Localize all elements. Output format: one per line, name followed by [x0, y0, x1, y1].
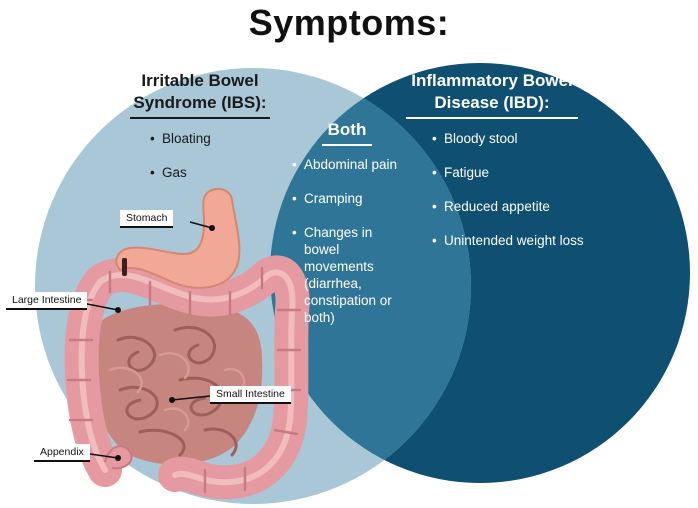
stomach-illustration — [115, 188, 241, 289]
ibs-heading: Irritable Bowel Syndrome (IBS): — [130, 70, 270, 119]
ibd-heading-underline — [406, 117, 578, 119]
ibs-symptom-list: Bloating Gas — [150, 130, 270, 198]
ibs-heading-underline — [130, 117, 270, 119]
stomach-label: Stomach — [120, 210, 174, 228]
small-intestine-illustration — [95, 303, 263, 465]
ibd-symptom: Reduced appetite — [432, 198, 652, 215]
both-symptom: Cramping — [292, 190, 410, 207]
page-title: Symptoms: — [248, 2, 450, 43]
ibs-heading-line2: Syndrome (IBS): — [133, 93, 267, 112]
both-heading-text: Both — [327, 120, 367, 139]
ibd-heading-line1: Inflammatory Bowel — [411, 71, 573, 90]
ibs-symptom: Bloating — [150, 130, 270, 147]
ibd-heading-line2: Disease (IBD): — [434, 93, 550, 112]
ibd-symptom-list: Bloody stool Fatigue Reduced appetite Un… — [432, 130, 652, 266]
both-heading: Both — [322, 119, 372, 146]
ibd-symptom: Bloody stool — [432, 130, 652, 147]
ibd-symptom: Fatigue — [432, 164, 652, 181]
ibs-symptom: Gas — [150, 164, 270, 181]
ibd-heading: Inflammatory Bowel Disease (IBD): — [406, 70, 578, 119]
both-symptom: Changes in bowel movements (diarrhea, co… — [292, 224, 410, 326]
small-intestine-label: Small Intestine — [210, 386, 291, 404]
appendix-label: Appendix — [34, 444, 90, 462]
both-symptom: Abdominal pain — [292, 156, 410, 173]
both-heading-underline — [322, 144, 372, 146]
large-intestine-label: Large Intestine — [6, 292, 88, 310]
both-symptom-list: Abdominal pain Cramping Changes in bowel… — [292, 156, 410, 343]
ibs-heading-line1: Irritable Bowel — [141, 71, 259, 90]
ibd-symptom: Unintended weight loss — [432, 232, 652, 249]
